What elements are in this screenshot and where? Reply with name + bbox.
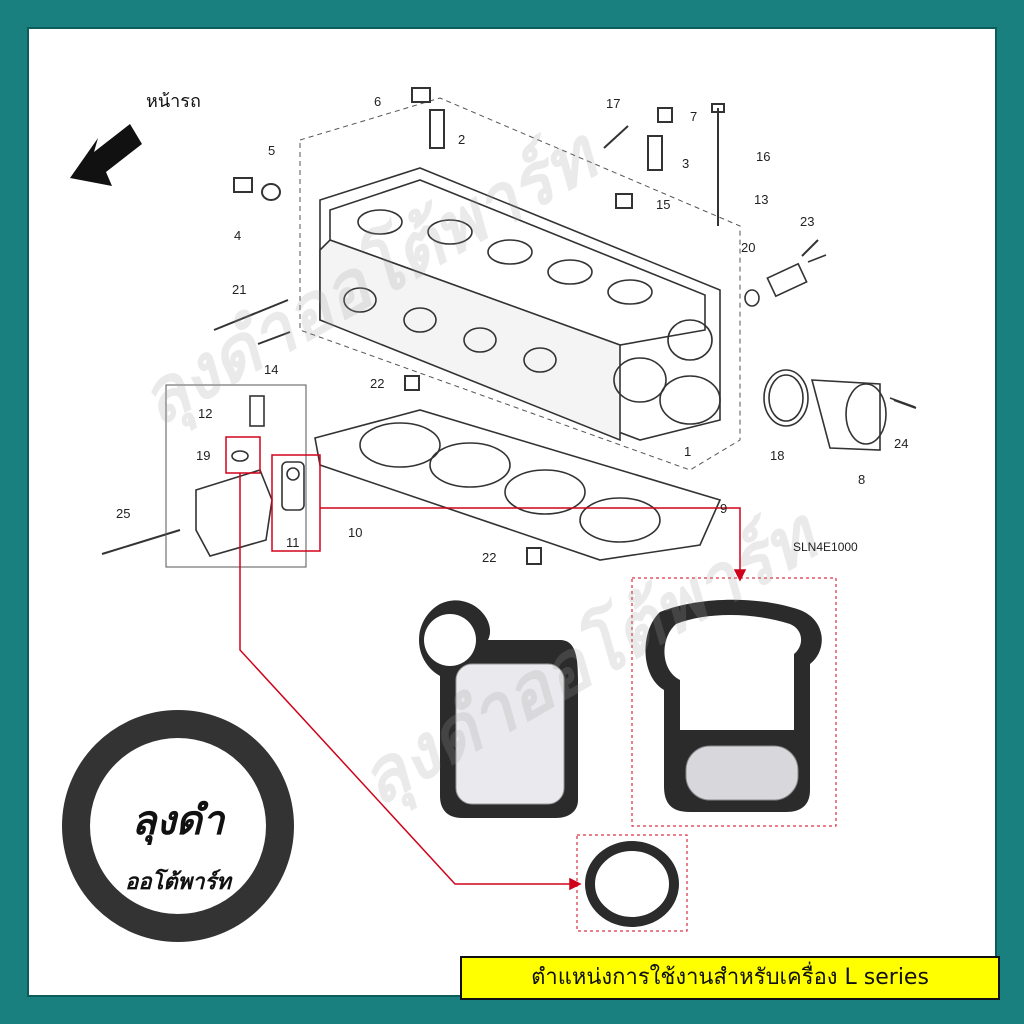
single-filter-gasket [419,600,578,818]
thermostat-housing [763,369,916,451]
part-number-labels: 6 2 17 7 3 16 15 5 4 13 23 20 21 14 22 1… [116,94,908,565]
callout-lines [225,436,747,891]
part-label: 25 [116,506,130,521]
part-label: 8 [858,472,865,487]
logo-name: ลุงดำ [131,797,225,844]
part-label: 9 [720,501,727,516]
spool-valve-box [165,384,307,568]
cylinder-head [319,167,721,442]
image-frame [27,27,997,997]
head-gasket [314,409,722,561]
diagram-code: SLN4E1000 [793,540,858,554]
part-label: 15 [656,197,670,212]
logo-ring [62,710,294,942]
part-label: 18 [770,448,784,463]
oring-photo-box [576,834,688,932]
part-label: 10 [348,525,362,540]
front-arrow-icon [70,124,142,186]
part-label: 3 [682,156,689,171]
part-label: 1 [684,444,691,459]
part-label: 24 [894,436,908,451]
application-banner: ตำแหน่งการใช้งานสำหรับเครื่อง L series [460,956,1000,1000]
part-label: 6 [374,94,381,109]
cylinder-head-dashed-outline [299,97,741,471]
part-label: 22 [370,376,384,391]
front-direction-label: หน้ารถ [146,91,201,112]
filter-gasket-photo-box [631,577,837,827]
bolts-and-studs [101,87,917,565]
part-label: 22 [482,550,496,565]
part-label: 13 [754,192,768,207]
part-label: 5 [268,143,275,158]
o-ring [585,841,679,927]
part-label: 11 [286,535,300,550]
part-label: 7 [690,109,697,124]
part-label: 20 [741,240,755,255]
part-label: 17 [606,96,620,111]
part-label: 23 [800,214,814,229]
part-label: 21 [232,282,246,297]
part-label: 12 [198,406,212,421]
logo-subtitle: ออโต้พาร์ท [125,869,231,895]
part-label: 19 [196,448,210,463]
sensor-assembly [744,254,827,307]
dual-chamber-filter-gasket [645,599,822,812]
part-label: 16 [756,149,770,164]
part-label: 2 [458,132,465,147]
part-label: 14 [264,362,278,377]
part-label: 4 [234,228,241,243]
